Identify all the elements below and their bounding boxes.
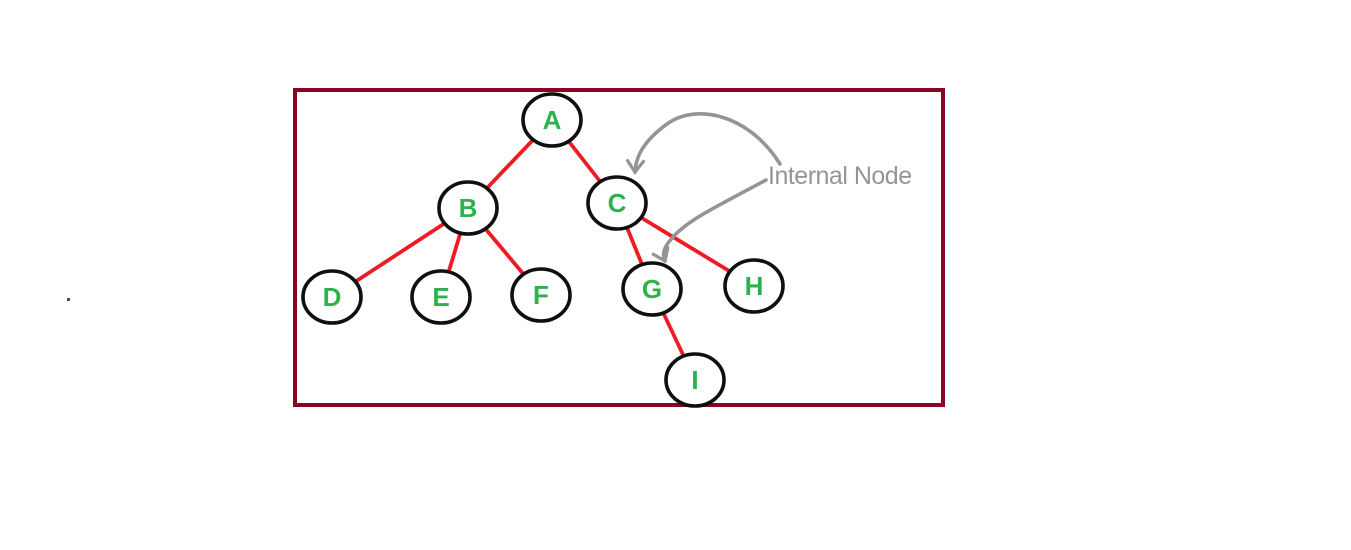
node-circle-C	[586, 175, 648, 231]
tree-node-G: G	[621, 261, 683, 317]
tree-node-D: D	[301, 269, 363, 325]
node-circle-E	[410, 269, 472, 325]
annotation-label: Internal Node	[768, 162, 912, 190]
node-label-B: B	[459, 193, 478, 223]
node-circle-A	[521, 92, 583, 148]
annotation-arrow-to-G	[651, 178, 768, 264]
tree-node-I: I	[664, 352, 726, 408]
node-label-D: D	[323, 282, 342, 312]
tree-node-A: A	[521, 92, 583, 148]
tree-node-E: E	[410, 269, 472, 325]
node-circle-H	[723, 258, 785, 314]
node-label-E: E	[432, 282, 449, 312]
tree-nodes: A B C D E F G H I	[301, 92, 785, 408]
annotation-arrows	[625, 112, 782, 264]
tree-node-B: B	[437, 180, 499, 236]
node-label-I: I	[691, 365, 698, 395]
stray-dot	[67, 298, 70, 301]
node-circle-I	[664, 352, 726, 408]
tree-edges	[330, 118, 755, 381]
node-label-C: C	[608, 188, 627, 218]
diagram-border-frame	[293, 88, 945, 407]
tree-node-F: F	[510, 267, 572, 323]
node-circle-F	[510, 267, 572, 323]
node-circle-D	[301, 269, 363, 325]
node-label-A: A	[543, 105, 562, 135]
node-label-F: F	[533, 280, 549, 310]
tree-node-C: C	[586, 175, 648, 231]
annotation-arrow-to-C	[625, 112, 782, 175]
tree-node-H: H	[723, 258, 785, 314]
node-label-H: H	[745, 271, 764, 301]
node-circle-B	[437, 180, 499, 236]
node-label-G: G	[642, 274, 662, 304]
